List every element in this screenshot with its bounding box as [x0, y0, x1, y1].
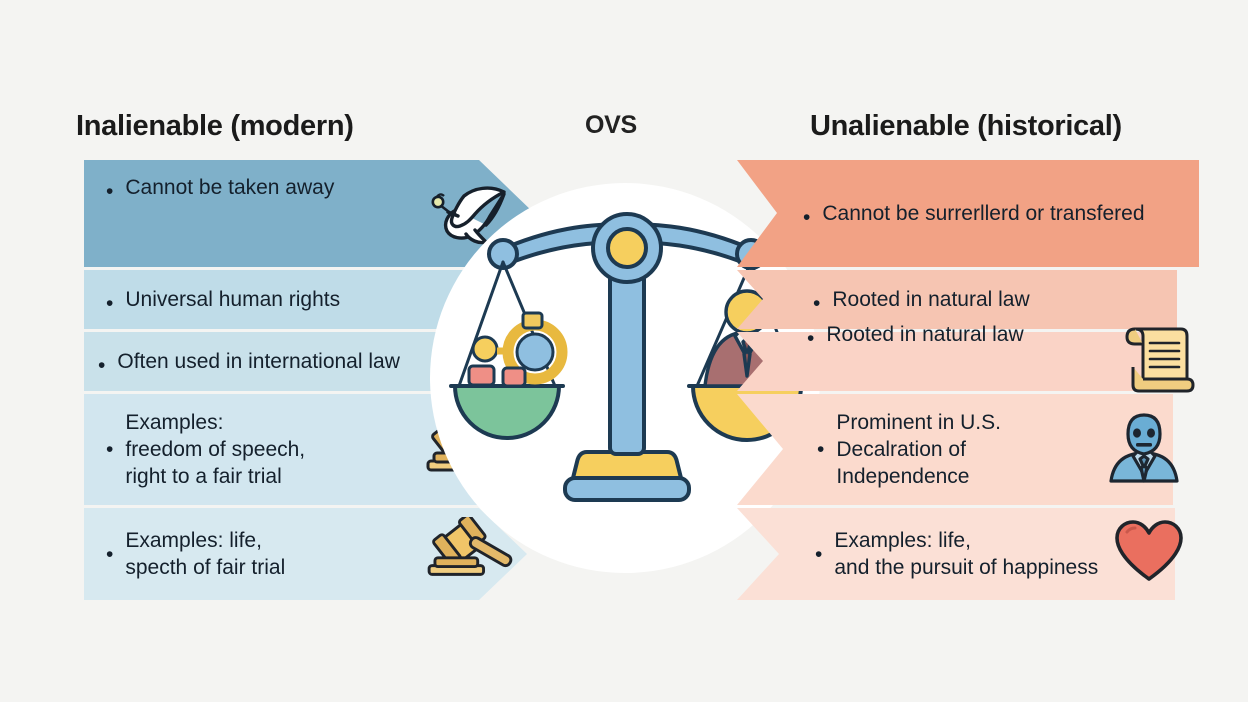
bullet-marker: •: [106, 291, 114, 315]
band-shape: [84, 394, 534, 505]
band-shape: [84, 332, 504, 391]
list-item: • Examples: life, specth of fair trial: [84, 508, 534, 600]
list-item-label: Cannot be surrerllerd or transfered: [822, 201, 1145, 225]
list-item-label: Rooted in natural law: [832, 287, 1030, 311]
page-title-left: Inalienable (modern): [76, 110, 354, 142]
bullet-marker: •: [106, 542, 114, 566]
bullet-marker: •: [807, 327, 815, 350]
gavel-icon: [420, 513, 516, 592]
list-item-label: Universal human rights: [125, 287, 341, 311]
list-item: • Cannot be taken away: [84, 160, 534, 267]
band-shape: [737, 160, 1199, 267]
band-shape: [84, 508, 527, 600]
bullet-marker: •: [106, 180, 114, 203]
balance-scale-illustration: [447, 190, 807, 520]
bullet-marker: •: [106, 437, 114, 461]
list-item-label: Often used in international law: [117, 349, 400, 373]
list-item: • Universal human rights: [84, 270, 534, 329]
scroll-icon: [1117, 321, 1195, 402]
list-item: • Rooted in natural law: [737, 323, 1199, 393]
band-shape: [737, 508, 1175, 600]
list-item-label: Examples: life, specth of fair trial: [125, 528, 286, 579]
bullet-marker: •: [817, 437, 825, 461]
list-item-label: Examples: life, and the pursuit of happi…: [834, 528, 1099, 579]
bullet-marker: •: [803, 205, 811, 229]
band-shape: [737, 270, 1177, 329]
list-item: • Rooted in natural law: [737, 270, 1199, 329]
band-shape: [84, 160, 534, 267]
list-item-label: Rooted in natural law: [826, 323, 1024, 346]
heart-icon: [1113, 519, 1185, 590]
list-item-label: Prominent in U.S. Decalration of Indepen…: [836, 410, 1001, 489]
founder-icon: [1103, 409, 1185, 490]
bullet-marker: •: [815, 542, 823, 566]
band-shape: [737, 394, 1173, 505]
band-shape: [84, 270, 507, 329]
list-item: • Cannot be surrerllerd or transfered: [737, 160, 1199, 267]
bullet-marker: •: [813, 291, 821, 315]
list-item-label: Cannot be taken away: [125, 176, 335, 199]
bullet-marker: •: [98, 353, 106, 377]
list-item-label: Examples: freedom of speech, right to a …: [125, 410, 306, 489]
list-item: • Examples: life, and the pursuit of hap…: [737, 508, 1199, 600]
page-title-right: Unalienable (historical): [810, 110, 1122, 142]
right-column: • Cannot be surrerllerd or transfered • …: [737, 160, 1199, 600]
left-column: • Cannot be taken away: [84, 160, 534, 600]
list-item: • Prominent in U.S. Decalration of Indep…: [737, 394, 1199, 505]
list-item: • Often used in international law: [84, 332, 534, 391]
band-shape: [737, 332, 1175, 391]
versus-label: OVS: [585, 111, 637, 139]
